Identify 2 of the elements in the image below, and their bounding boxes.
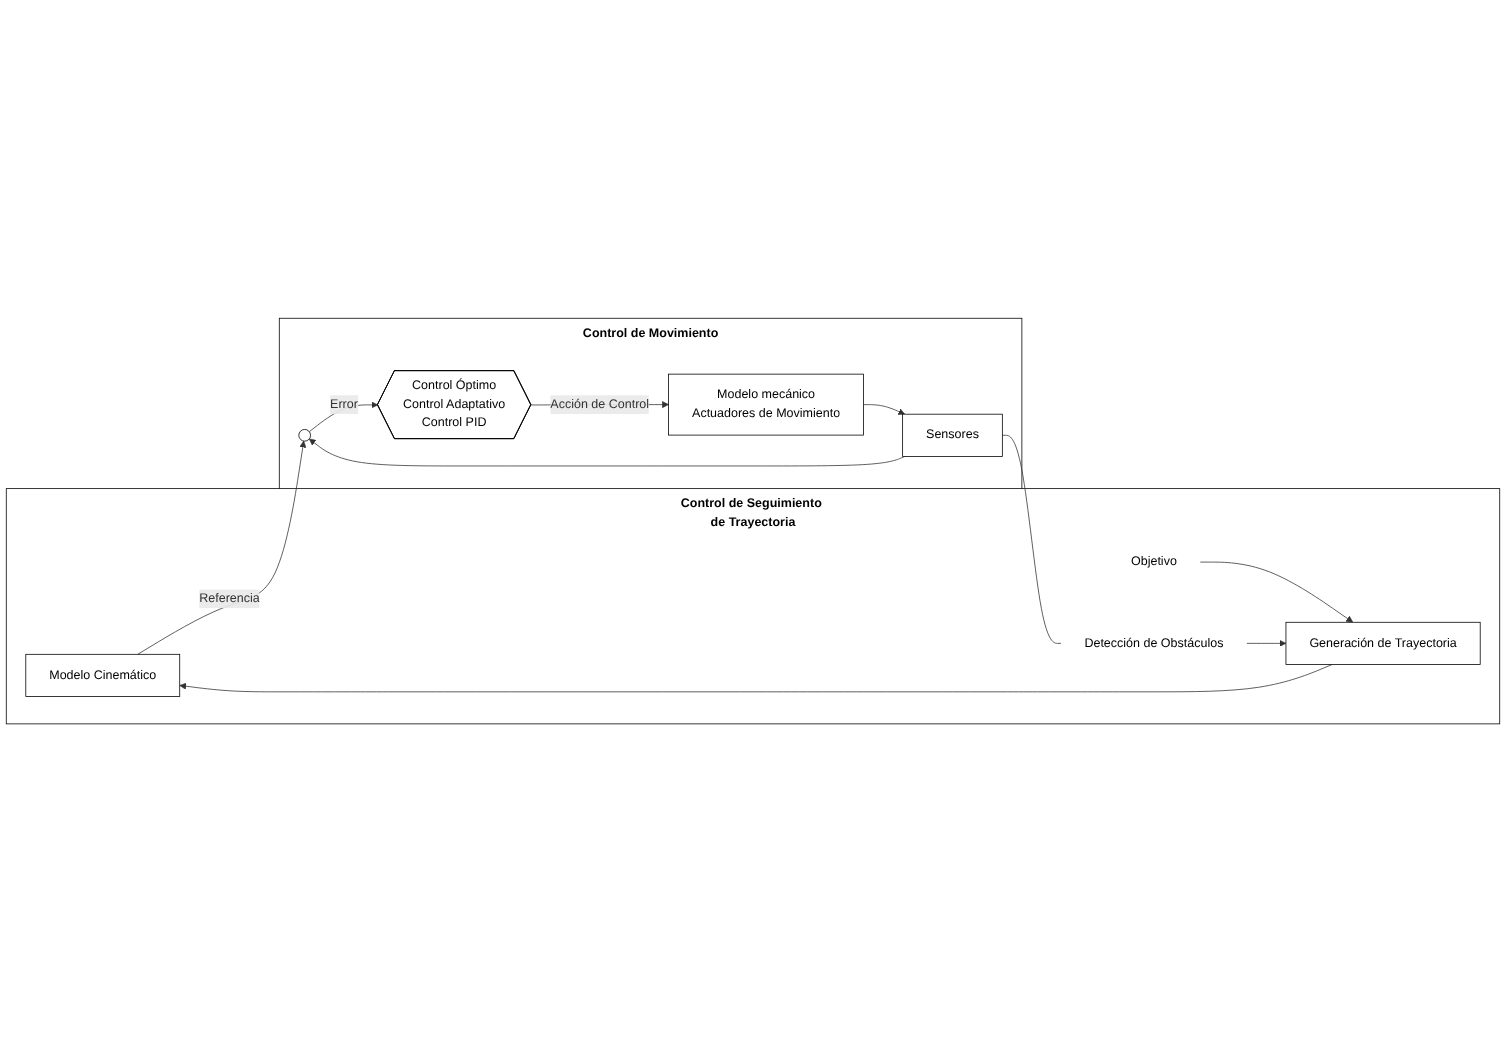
connector	[1001, 435, 1062, 645]
node-circle	[298, 429, 311, 443]
